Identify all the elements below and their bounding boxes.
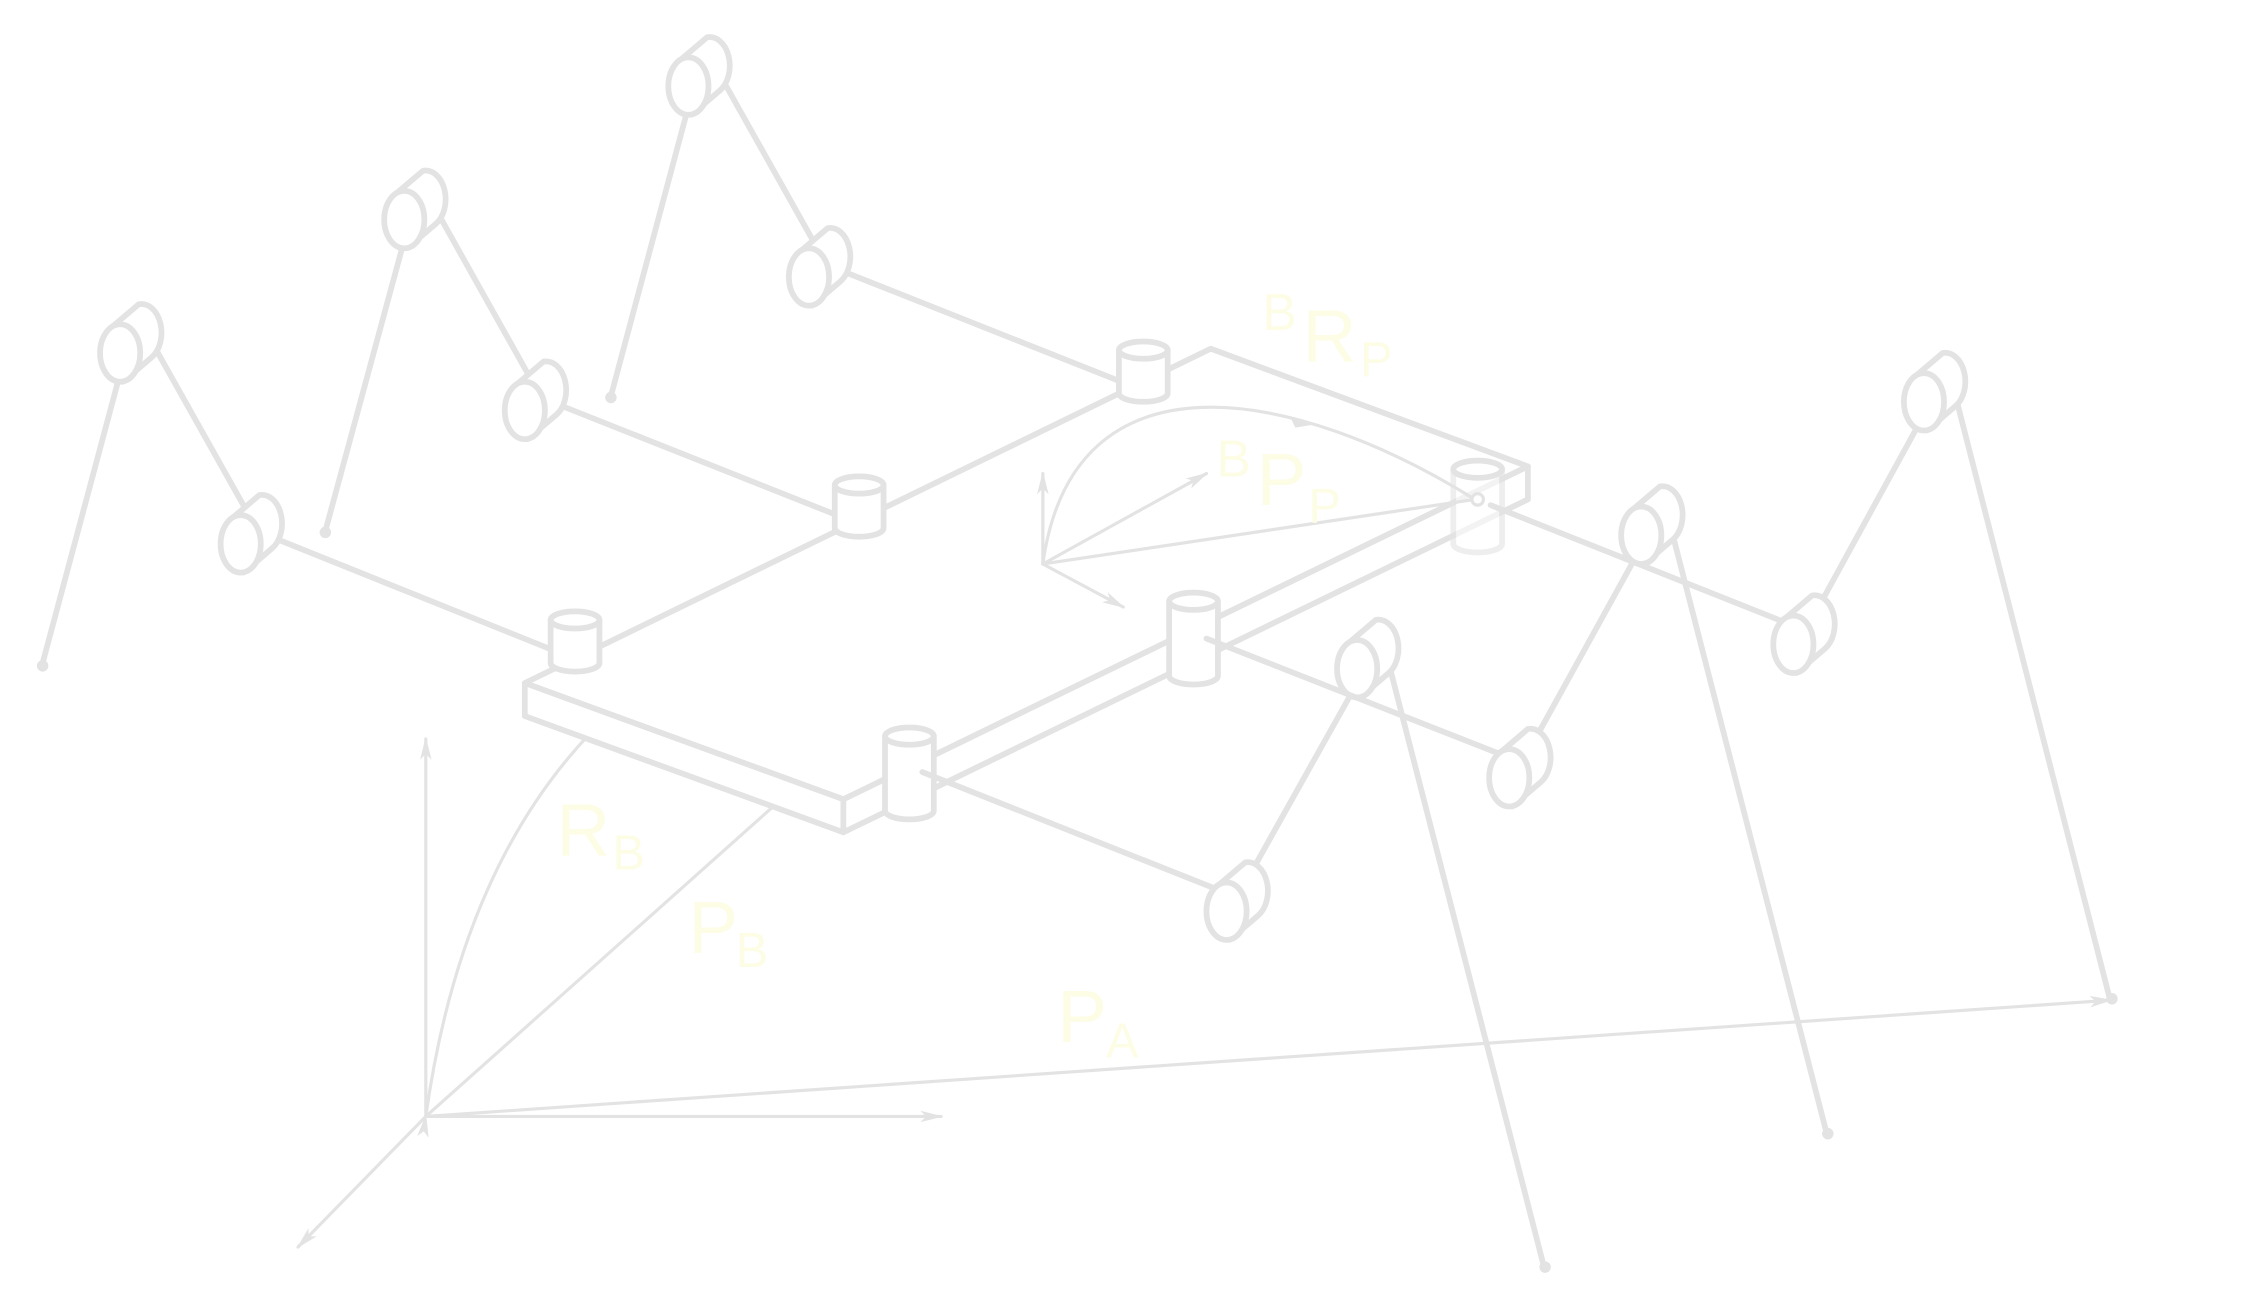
body-frame xyxy=(1037,405,1485,609)
platform-hinge-4 xyxy=(882,724,937,823)
leg-3-hip-joint xyxy=(785,225,854,309)
arc-arrowhead xyxy=(1289,416,1313,428)
leg-5-foot xyxy=(1822,1127,1834,1140)
leg-2-hip-joint xyxy=(501,358,570,442)
label-r-b: RB xyxy=(556,787,645,880)
leg-3 xyxy=(605,34,1121,404)
leg-4-foot xyxy=(1539,1261,1551,1273)
leg-4-hip-joint xyxy=(1203,859,1271,943)
leg-6-foot xyxy=(2106,993,2118,1005)
label-p-a: PA xyxy=(1057,974,1139,1069)
leg-4 xyxy=(919,616,1551,1273)
leg-3-knee-joint xyxy=(665,34,733,118)
leg-1-hip-joint xyxy=(217,491,285,576)
leg-1 xyxy=(36,301,553,672)
leg-attach-point xyxy=(1470,492,1485,507)
platform xyxy=(521,338,1531,836)
leg-6-hip-joint xyxy=(1770,592,1838,676)
world-x-axis xyxy=(296,1114,428,1249)
leg-5 xyxy=(1203,483,1834,1140)
platform-hinge-2 xyxy=(831,473,887,540)
vector-p-a xyxy=(424,995,2113,1119)
platform-hinge-6 xyxy=(1450,457,1505,556)
body-y-axis xyxy=(1041,471,1209,566)
leg-6-knee-joint xyxy=(1900,349,1969,434)
leg-5-hip-joint xyxy=(1486,725,1554,810)
rotation-arc-b-r-p xyxy=(1041,405,1477,566)
leg-6 xyxy=(1487,349,2118,1005)
platform-hinge-3 xyxy=(1116,338,1171,405)
leg-2 xyxy=(319,167,837,539)
label-p-b: PB xyxy=(688,885,768,978)
world-frame xyxy=(296,736,944,1249)
leg-3-foot xyxy=(605,391,617,404)
leg-1-knee-joint xyxy=(97,301,165,385)
vector-b-p-p xyxy=(1041,497,1477,566)
body-x-axis xyxy=(1041,562,1126,609)
platform-hinge-5 xyxy=(1166,589,1221,688)
leg-4-knee-joint xyxy=(1334,616,1402,701)
leg-5-knee-joint xyxy=(1618,483,1686,567)
leg-2-foot xyxy=(319,526,332,539)
leg-1-foot xyxy=(36,660,49,672)
leg-2-knee-joint xyxy=(381,167,449,252)
platform-hinge-1 xyxy=(547,608,603,675)
